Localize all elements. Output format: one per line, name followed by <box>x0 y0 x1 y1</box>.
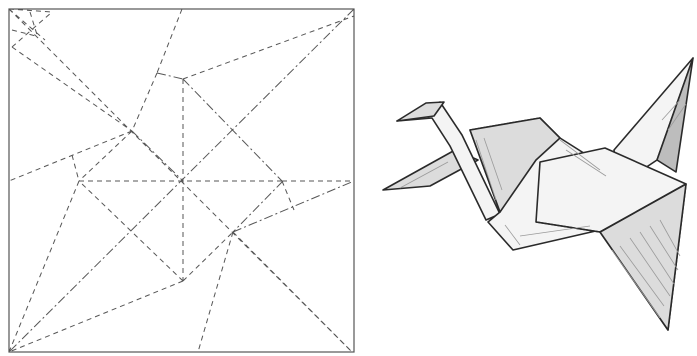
crane-illustration <box>383 58 693 330</box>
crease-pattern <box>9 9 354 352</box>
